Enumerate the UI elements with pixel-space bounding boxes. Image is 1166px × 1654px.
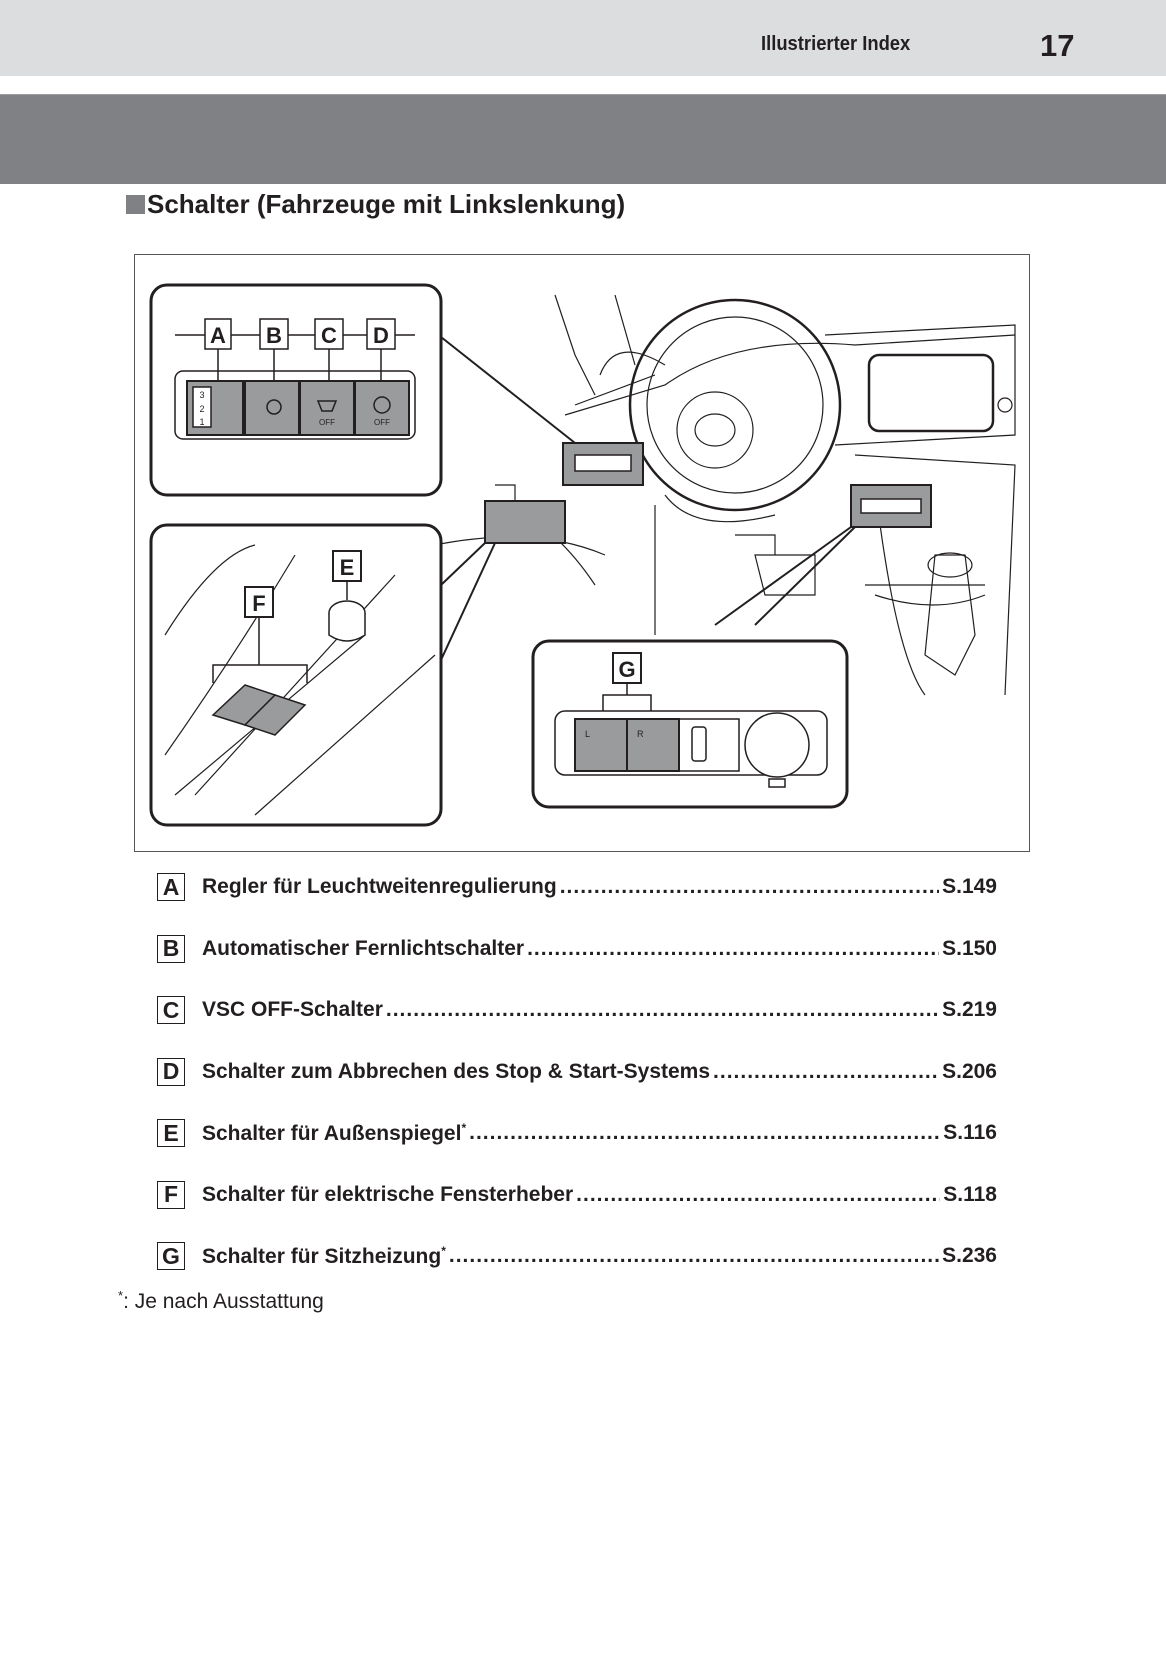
svg-text:R: R (637, 729, 644, 739)
item-letter: A (157, 873, 185, 901)
footnote-marker: * (461, 1120, 467, 1135)
index-item-g[interactable]: G Schalter für Sitzheizung* S.236 (157, 1241, 997, 1271)
item-label: VSC OFF-Schalter (202, 998, 383, 1021)
index-list: A Regler für Leuchtweitenregulierung S.1… (157, 872, 997, 1303)
heading-text: Schalter (Fahrzeuge mit Linkslenkung) (147, 189, 626, 219)
page-reference-link[interactable]: S.219 (942, 998, 997, 1021)
dot-leader (713, 1060, 939, 1084)
svg-text:F: F (252, 591, 265, 616)
index-item-d[interactable]: D Schalter zum Abbrechen des Stop & Star… (157, 1057, 997, 1087)
page-reference-link[interactable]: S.206 (942, 1059, 997, 1083)
page-reference-link[interactable]: S.116 (943, 1121, 997, 1144)
index-item-f[interactable]: F Schalter für elektrische Fensterheber … (157, 1180, 997, 1210)
section-title: Illustrierter Index (760, 33, 910, 55)
svg-text:G: G (618, 657, 635, 682)
square-bullet-icon (126, 195, 145, 214)
index-item-b[interactable]: B Automatischer Fernlichtschalter S.150 (157, 934, 997, 964)
dot-leader (449, 1244, 939, 1268)
index-item-c[interactable]: C VSC OFF-Schalter S.219 (157, 995, 997, 1025)
svg-text:A: A (210, 323, 226, 348)
index-item-a[interactable]: A Regler für Leuchtweitenregulierung S.1… (157, 872, 997, 902)
svg-text:3: 3 (199, 390, 204, 400)
page-reference-link[interactable]: S.118 (943, 1182, 997, 1206)
svg-text:1: 1 (199, 417, 204, 427)
dot-leader (560, 875, 939, 899)
callout-letter-d: D (366, 318, 396, 350)
chapter-band (0, 94, 1166, 184)
dashboard-illustration: A B C D 3 2 1 OFF OFF E F G (134, 254, 1030, 852)
page-reference-link[interactable]: S.149 (942, 875, 997, 898)
page-reference-link[interactable]: S.150 (942, 936, 997, 960)
callout-letter-b: B (259, 318, 289, 350)
dot-leader (527, 937, 939, 961)
dot-leader (386, 998, 939, 1022)
callout-letter-e: E (332, 550, 362, 582)
callout-letter-a: A (204, 318, 232, 350)
item-letter: D (157, 1057, 185, 1086)
callout-letter-c: C (314, 318, 344, 350)
index-item-e[interactable]: E Schalter für Außenspiegel* S.116 (157, 1118, 997, 1148)
callout-letter-f: F (244, 586, 274, 618)
svg-text:B: B (266, 323, 282, 348)
footnote: *: Je nach Ausstattung (118, 1288, 324, 1314)
svg-text:OFF: OFF (374, 418, 390, 427)
svg-text:E: E (340, 555, 355, 580)
page-reference-link[interactable]: S.236 (942, 1244, 997, 1267)
item-letter: F (157, 1180, 185, 1209)
callout-letter-g: G (612, 652, 642, 684)
dot-leader (576, 1183, 940, 1207)
item-letter: E (157, 1119, 185, 1147)
footnote-mark: * (118, 1288, 124, 1303)
svg-text:2: 2 (199, 404, 204, 414)
svg-text:L: L (585, 729, 590, 739)
section-heading: Schalter (Fahrzeuge mit Linkslenkung) (126, 189, 625, 220)
svg-text:C: C (321, 323, 337, 348)
item-label: Schalter für Sitzheizung* (202, 1243, 446, 1268)
item-label: Schalter für Außenspiegel* (202, 1120, 467, 1145)
item-label: Schalter für elektrische Fensterheber (202, 1182, 574, 1206)
item-label: Automatischer Fernlichtschalter (202, 936, 525, 960)
dot-leader (469, 1121, 940, 1145)
page-number: 17 (1040, 28, 1075, 63)
svg-text:D: D (373, 323, 389, 348)
item-letter: B (157, 934, 185, 963)
page-header (0, 0, 1166, 76)
svg-text:OFF: OFF (319, 418, 335, 427)
item-letter: G (157, 1242, 185, 1270)
item-label: Schalter zum Abbrechen des Stop & Start-… (202, 1059, 711, 1083)
item-letter: C (157, 996, 185, 1024)
footnote-text: : Je nach Ausstattung (123, 1290, 324, 1313)
footnote-marker: * (441, 1243, 446, 1258)
item-label: Regler für Leuchtweitenregulierung (202, 875, 557, 898)
